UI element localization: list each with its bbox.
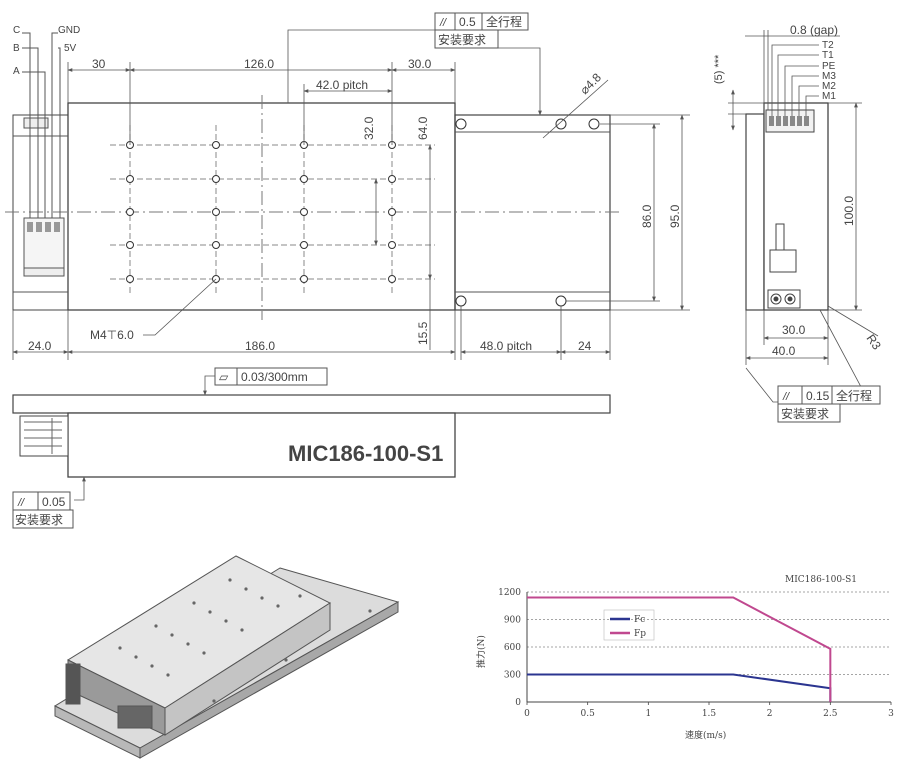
x-tick-label: 2.5 [823,709,838,719]
tol-left-value: 0.05 [42,495,66,509]
y-tick-label: 300 [504,671,521,681]
pin-pe: PE [822,61,836,72]
y-tick-label: 0 [515,698,521,708]
parallel-icon: // [439,17,447,29]
front-view [12,375,611,501]
x-tick-label: 2 [767,709,773,719]
hole-callout: M4⊤6.0 [90,328,134,342]
dim-126: 126.0 [244,57,274,71]
dim-24-right: 24 [578,339,592,353]
legend-box [603,609,655,641]
series-line-fc [527,673,832,702]
tol-top-value: 0.5 [459,15,476,29]
side-dim-100: 100.0 [842,196,856,226]
tol-side-label: 安装要求 [781,406,829,421]
legend-label-fp: Fp [634,629,646,639]
parallel-icon-side: // [782,391,790,403]
front-rail [12,394,611,414]
tol-left-label: 安装要求 [15,512,63,527]
side-pin-labels: T2 T1 PE M3 M2 M1 [822,40,836,102]
label-5v: 5V [64,43,77,54]
isometric-view [53,555,400,759]
flatness-frame: ▱ 0.03/300mm [214,367,328,386]
side-dim-30: 30.0 [782,323,806,337]
pin-m3: M3 [822,71,836,82]
dim-42-pitch: 42.0 pitch [316,78,368,92]
tolerance-frame-side: // 0.15 全行程 安装要求 [777,385,881,423]
label-a: A [13,66,20,77]
pin-t2: T2 [822,40,834,51]
dim-86: 86.0 [640,204,654,228]
dim-186: 186.0 [245,339,275,353]
parallel-icon-left: // [17,497,25,509]
side-dim-r3: R3 [864,332,884,353]
side-dim-40: 40.0 [772,344,796,358]
label-c: C [13,25,20,36]
side-gap: 0.8 (gap) [790,23,838,37]
side-height-note: (5) *** [713,54,725,84]
dim-64: 64.0 [416,116,430,140]
legend-label-fc: Fc [634,615,645,625]
side-body [763,102,829,311]
series-line-fp [527,596,832,702]
chart-xlabel: 速度(m/s) [685,729,726,741]
flatness-icon: ▱ [219,370,229,384]
thrust-chart: MIC186-100-S1 推力(N) 速度(m/s) 030060090012… [475,575,894,741]
dim-hole-dia: ⌀4.8 [577,70,604,97]
tol-side-note: 全行程 [836,388,872,403]
dim-48-pitch: 48.0 pitch [480,339,532,353]
top-view [5,32,620,320]
tolerance-frame-top: // 0.5 全行程 安装要求 [434,12,529,49]
x-tick-label: 1.5 [702,709,717,719]
x-tick-label: 0 [524,709,530,719]
x-tick-label: 1 [645,709,651,719]
dim-30: 30 [92,57,106,71]
dim-24: 24.0 [28,339,52,353]
label-b: B [13,43,20,54]
model-label: MIC186-100-S1 [288,441,443,466]
dim-30-right: 30.0 [408,57,432,71]
pin-t1: T1 [822,50,834,61]
pin-m1: M1 [822,91,836,102]
x-tick-label: 3 [888,709,894,719]
dim-15-5: 15.5 [416,321,430,345]
dim-32: 32.0 [362,116,376,140]
pin-m2: M2 [822,81,836,92]
chart-title: MIC186-100-S1 [785,575,857,585]
tol-side-value: 0.15 [806,389,830,403]
flatness-value: 0.03/300mm [241,370,308,384]
chart-ylabel: 推力(N) [475,635,487,668]
label-gnd: GND [58,25,80,36]
y-tick-label: 1200 [498,588,521,598]
y-tick-label: 900 [504,616,521,626]
tol-top-label: 安装要求 [438,32,486,47]
dim-95: 95.0 [668,204,682,228]
tol-top-note: 全行程 [486,14,522,29]
x-tick-label: 0.5 [581,709,596,719]
connector-labels: C GND B 5V A [13,25,80,77]
mounting-holes [126,118,600,307]
side-view [728,30,879,403]
y-tick-label: 600 [504,643,521,653]
tolerance-frame-left: // 0.05 安装要求 [12,491,74,529]
